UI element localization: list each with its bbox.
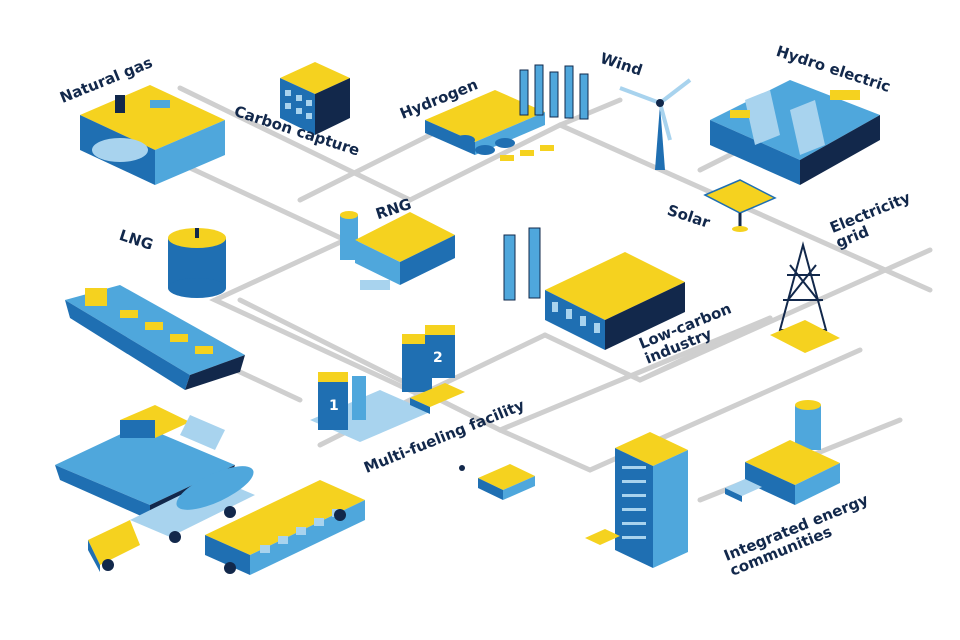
electricity-pylon (770, 241, 840, 353)
pump-number-2: 2 (433, 350, 443, 366)
low-carbon-industry (503, 227, 685, 350)
solar-panel (703, 179, 777, 232)
multi-fueling-facility (310, 325, 465, 442)
lng-ship (65, 285, 245, 390)
rng-facility (340, 211, 455, 290)
lng-tank (168, 228, 226, 298)
hydro-electric-dam (710, 80, 880, 185)
tanker-truck (88, 466, 255, 572)
pump-number-1: 1 (329, 398, 339, 414)
office-tower (585, 432, 688, 568)
carbon-capture-building (280, 62, 350, 135)
natural-gas-facility (80, 85, 225, 185)
wind-turbine (619, 78, 692, 170)
hydrogen-plant (425, 64, 589, 161)
community-house (725, 400, 840, 505)
electric-car (459, 464, 535, 500)
bus (205, 480, 365, 575)
